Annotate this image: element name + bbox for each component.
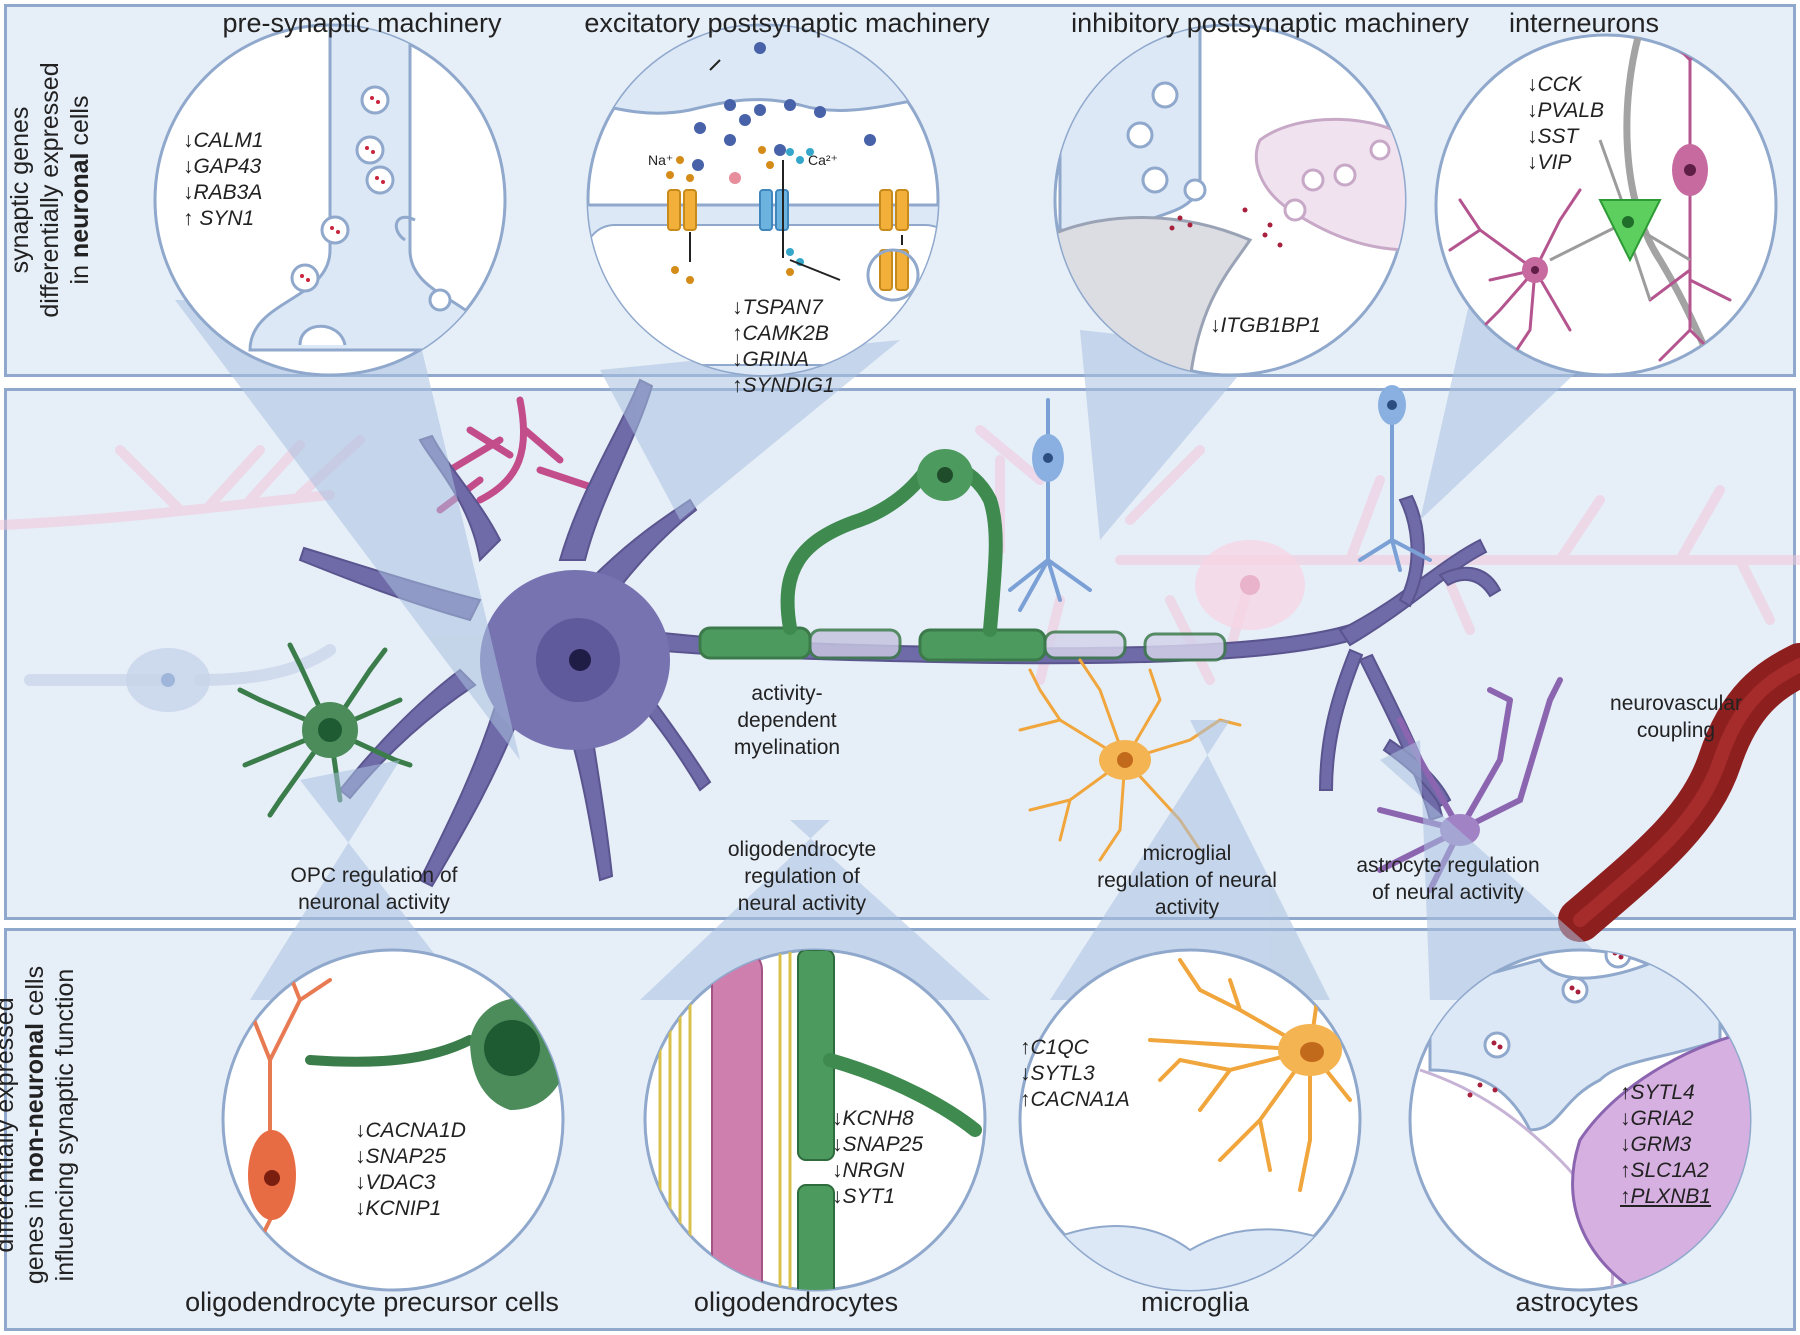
gene: ↓CACNA1D [355,1119,466,1142]
zoom-cones [175,300,1650,1000]
bottom-side-line-1: differentially expressed [0,997,19,1253]
bottom-side-bold: non-neuronal [21,1022,49,1183]
gene: ↓CCK [1527,73,1582,96]
gene: ↑CAMK2B [732,322,829,345]
gene: ↓RAB3A [183,181,263,204]
interneurons-circle [1434,33,1778,377]
gene: ↑SYNDIG1 [732,374,835,397]
caption-myelination: activity- dependent myelination [733,682,841,759]
blue-interneuron-1 [1008,398,1092,612]
blue-interneuron-2 [1358,418,1432,572]
excitatory-genes: ↓TSPAN7 ↑CAMK2B ↓GRINA ↑SYNDIG1 [732,295,835,399]
sodium-label: Na⁺ [648,152,674,168]
gene: ↓GRINA [732,348,810,371]
gene: ↓SYT1 [832,1185,896,1208]
calcium-label: Ca²⁺ [808,152,838,168]
gene: ↑SLC1A2 [1620,1159,1709,1182]
gene: ↓GRM3 [1620,1133,1692,1156]
heading-presynaptic: pre-synaptic machinery [222,8,502,38]
top-side-bold: neuronal [66,152,94,259]
gene: ↓VDAC3 [355,1171,436,1194]
gene: ↑C1QC [1020,1036,1089,1059]
top-side-line-3: in neuronal cells [66,95,94,285]
gene: ↑ SYN1 [183,207,255,230]
caption-astrocyte: astrocyte regulation of neural activity [1356,854,1540,904]
excitatory-circle [586,23,940,377]
oligodendrocyte-genes: ↓KCNH8 ↓SNAP25 ↓NRGN ↓SYT1 [832,1106,923,1210]
myelin-sheath [698,626,1227,662]
gene: ↑CACNA1A [1020,1088,1130,1111]
caption-opc: OPC regulation of neuronal activity [290,864,458,914]
opc-genes: ↓CACNA1D ↓SNAP25 ↓VDAC3 ↓KCNIP1 [355,1118,466,1222]
gene: ↓NRGN [832,1159,905,1182]
caption-oligo: oligodendrocyte regulation of neural act… [727,838,877,915]
label-astrocytes: astrocytes [1515,1287,1639,1317]
astrocyte-genes: ↑SYTL4 ↓GRIA2 ↓GRM3 ↑SLC1A2 ↑PLXNB1 [1620,1080,1711,1210]
presynaptic-genes: ↓CALM1 ↓GAP43 ↓RAB3A ↑ SYN1 [183,128,264,232]
microglia-circle [1018,948,1362,1292]
heading-inhibitory: inhibitory postsynaptic machinery [1071,8,1469,38]
gene: ↓SNAP25 [355,1145,447,1168]
heading-excitatory: excitatory postsynaptic machinery [584,8,990,38]
gene: ↓SST [1527,125,1579,148]
top-side-line-1: synaptic genes [6,106,34,274]
gene: ↓SYTL3 [1020,1062,1095,1085]
heading-interneurons: interneurons [1508,8,1660,38]
interneuron-genes: ↓CCK ↓PVALB ↓SST ↓VIP [1527,72,1604,176]
gene-underlined: ↑PLXNB1 [1620,1185,1712,1208]
gene: ↓KCNH8 [832,1107,914,1130]
microglia-cell [1018,658,1242,862]
inhibitory-genes: ↓ITGB1BP1 [1210,313,1321,339]
gene: ↓GRIA2 [1620,1107,1694,1130]
caption-microglia: microglial regulation of neural activity [1097,842,1277,919]
oligodendrocyte-circle [643,948,987,1292]
opc-cell [237,642,413,818]
gene: ↓VIP [1527,151,1572,174]
gene: ↓PVALB [1527,99,1605,122]
gene: ↑SYTL4 [1620,1081,1695,1104]
label-oligodendrocytes: oligodendrocytes [693,1287,899,1317]
label-microglia: microglia [1140,1287,1250,1317]
label-opc: oligodendrocyte precursor cells [185,1287,559,1317]
top-side-label: synaptic genes differentially expressed … [5,20,95,360]
gene: ↓KCNIP1 [355,1197,442,1220]
caption-neurovascular: neurovascular coupling [1610,692,1742,742]
top-side-line-2: differentially expressed [36,62,64,318]
gene: ↓SNAP25 [832,1133,924,1156]
presynaptic-circle [153,23,507,377]
bottom-side-line-2: genes in non-neuronal cells [21,965,49,1285]
gene: ↓ITGB1BP1 [1210,314,1321,337]
gene: ↓GAP43 [183,155,262,178]
bottom-side-label: differentially expressed genes in non-ne… [0,945,110,1305]
microglia-genes: ↑C1QC ↓SYTL3 ↑CACNA1A [1020,1035,1130,1113]
gene: ↓TSPAN7 [732,296,823,319]
bottom-side-line-3: influencing synaptic function [51,968,79,1282]
gene: ↓CALM1 [183,129,264,152]
